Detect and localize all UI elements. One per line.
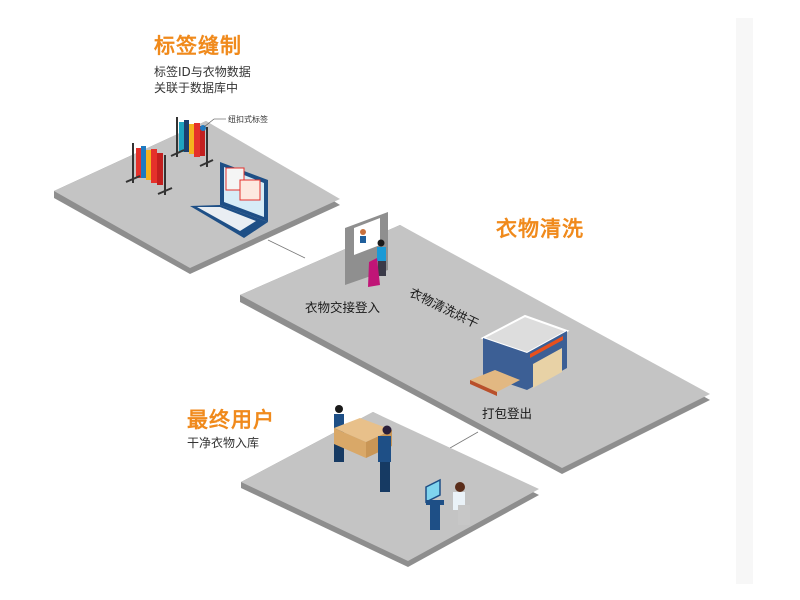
stage-desc-line-1: 标签ID与衣物数据 [154,65,251,79]
connector-line-2 [449,431,479,449]
desk-worker-icon [425,478,470,530]
platform-washing [240,212,710,474]
workers-carrying-box-icon [334,405,392,492]
label-packing-checkout: 打包登出 [482,406,533,421]
stage-title-washing: 衣物清洗 [496,217,584,241]
stage-desc-line-2: 关联于数据库中 [154,81,239,95]
stage-title-tag-sewing: 标签缝制 [154,34,242,58]
label-handover: 衣物交接登入 [305,300,381,315]
platform-tag-sewing [54,117,340,274]
service-window-icon [345,212,388,287]
right-edge-strip [736,18,753,584]
warehouse-icon [470,314,570,396]
stage-title-end-user: 最终用户 [187,408,275,432]
clothing-rack-icon [125,143,173,195]
connector-line-1 [267,239,306,259]
platform-end-user [241,405,539,567]
laptop-icon [190,162,268,238]
stage-desc-clean-storage: 干净衣物入库 [187,436,260,450]
clothing-rack-icon [170,117,214,167]
button-tag-callout: 纽扣式标签 [228,115,268,124]
